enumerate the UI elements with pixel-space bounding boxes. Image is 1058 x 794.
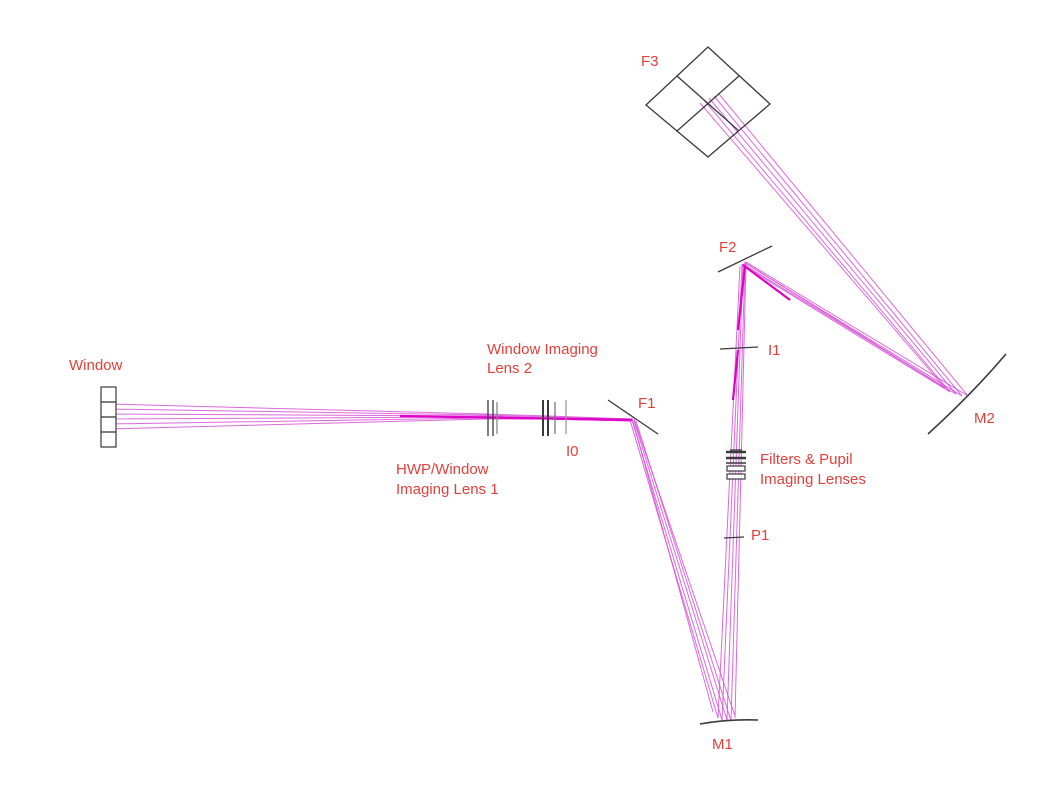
beam-f1-to-m1 [629, 417, 736, 722]
label-window-imaging-lens-2-line1: Window Imaging [487, 341, 598, 358]
p1-pupil-plane [723, 536, 745, 539]
window-imaging-lens-2 [542, 400, 567, 436]
m2-mirror [927, 353, 1007, 435]
label-filters-line2: Imaging Lenses [760, 471, 866, 488]
beam-m2-to-f3 [699, 93, 969, 397]
label-window-imaging-lens-2-line2: Lens 2 [487, 360, 532, 377]
beam-m1-to-f2 [717, 261, 747, 722]
label-f2: F2 [719, 239, 737, 256]
f2-fold-mirror [717, 245, 773, 273]
m1-mirror [699, 719, 759, 725]
label-m2: M2 [974, 410, 995, 427]
label-f3: F3 [641, 53, 659, 70]
label-i1: I1 [768, 342, 781, 359]
beam-window-to-f1 [107, 403, 633, 430]
label-window: Window [69, 357, 123, 374]
label-m1: M1 [712, 736, 733, 753]
f3-detector-box [645, 46, 771, 158]
label-hwp-line2: Imaging Lens 1 [396, 481, 499, 498]
i1-image-plane [719, 346, 759, 350]
label-hwp-line1: HWP/Window [396, 461, 489, 478]
label-f1: F1 [638, 395, 656, 412]
label-i0: I0 [566, 443, 579, 460]
label-filters-line1: Filters & Pupil [760, 451, 853, 468]
window-component [100, 386, 117, 448]
filters-pupil-imaging-lenses [726, 449, 746, 480]
hwp-window-imaging-lens-1 [487, 400, 498, 436]
beam-f2-to-m2 [740, 261, 969, 397]
label-p1: P1 [751, 527, 769, 544]
f1-fold-mirror [607, 399, 659, 435]
